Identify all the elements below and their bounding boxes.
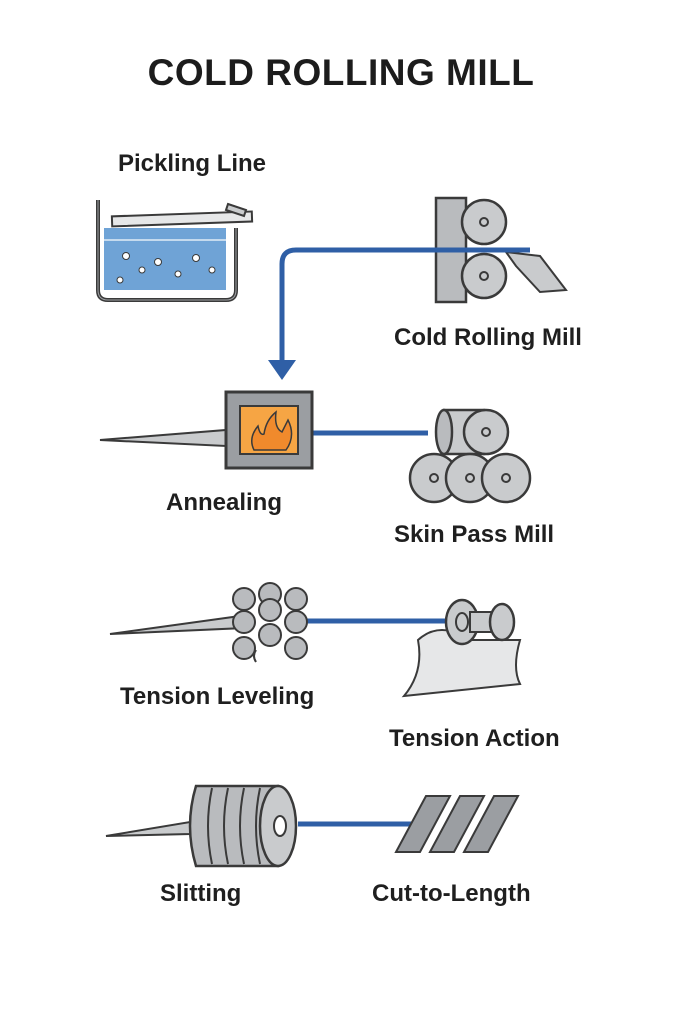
down-arrow-icon — [268, 360, 296, 380]
pickling-tank-icon — [96, 200, 254, 302]
tension-leveler-icon — [109, 582, 308, 663]
flame-icon — [251, 410, 293, 451]
annealing-furnace-icon — [99, 390, 314, 470]
label-cut-to-length: Cut-to-Length — [372, 880, 531, 907]
label-slitting: Slitting — [160, 880, 242, 907]
label-cold-rolling-mill: Cold Rolling Mill — [394, 324, 582, 351]
label-tension-leveling: Tension Leveling — [120, 683, 315, 710]
skin-pass-mill-icon — [408, 408, 532, 504]
slitting-coil-icon — [105, 784, 298, 868]
label-skin-pass-mill: Skin Pass Mill — [394, 521, 555, 548]
label-pickling-line: Pickling Line — [118, 150, 267, 177]
tension-action-icon — [401, 598, 522, 698]
flow-lines — [279, 247, 530, 827]
page-title: COLD ROLLING MILL — [147, 52, 535, 93]
label-annealing: Annealing — [166, 489, 283, 516]
cut-to-length-icon — [394, 795, 520, 853]
label-tension-action: Tension Action — [389, 725, 560, 752]
